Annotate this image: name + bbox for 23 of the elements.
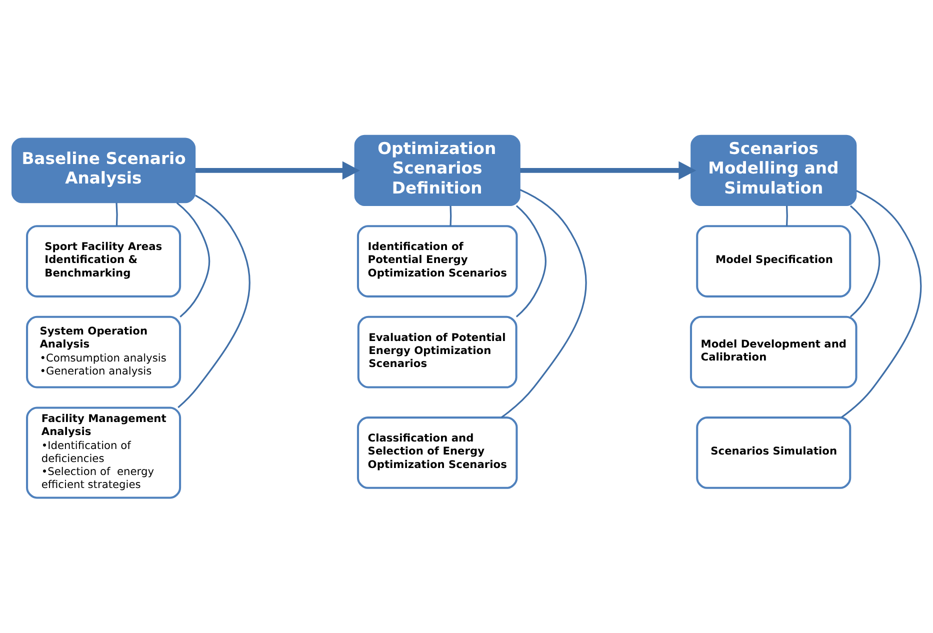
connector	[786, 206, 788, 226]
arrow	[520, 161, 696, 180]
connector	[178, 194, 250, 408]
connector	[450, 206, 452, 226]
connector	[116, 202, 118, 226]
connector	[176, 202, 210, 318]
node-box: Sport Facility Areas Identification & Benchmarking	[26, 225, 182, 298]
connector	[850, 205, 880, 318]
node-box: Model Development and Calibration	[690, 316, 858, 388]
node-box: Identification of Potential Energy Optimization Scenarios	[356, 225, 518, 298]
arrow	[195, 161, 360, 180]
node-box: Scenarios Modelling and Simulation	[690, 134, 857, 206]
connector	[840, 190, 922, 418]
node-box: Facility Management Analysis •Identification of deficiencies •Selection of energy efficient strategies	[26, 406, 182, 499]
node-box: Baseline Scenario Analysis	[12, 138, 196, 204]
connector	[516, 205, 547, 318]
node-box: System Operation Analysis •Comsumption analysis •Generation analysis	[26, 316, 182, 388]
node-box: Model Specification	[696, 225, 852, 298]
connector	[500, 188, 587, 418]
node-box: Scenarios Simulation	[696, 416, 852, 489]
node-box: Evaluation of Potential Energy Optimization Scenarios	[357, 316, 518, 388]
node-box: Classification and Selection of Energy Optimization Scenarios	[356, 416, 518, 489]
node-box: Optimization Scenarios Definition	[354, 134, 520, 206]
